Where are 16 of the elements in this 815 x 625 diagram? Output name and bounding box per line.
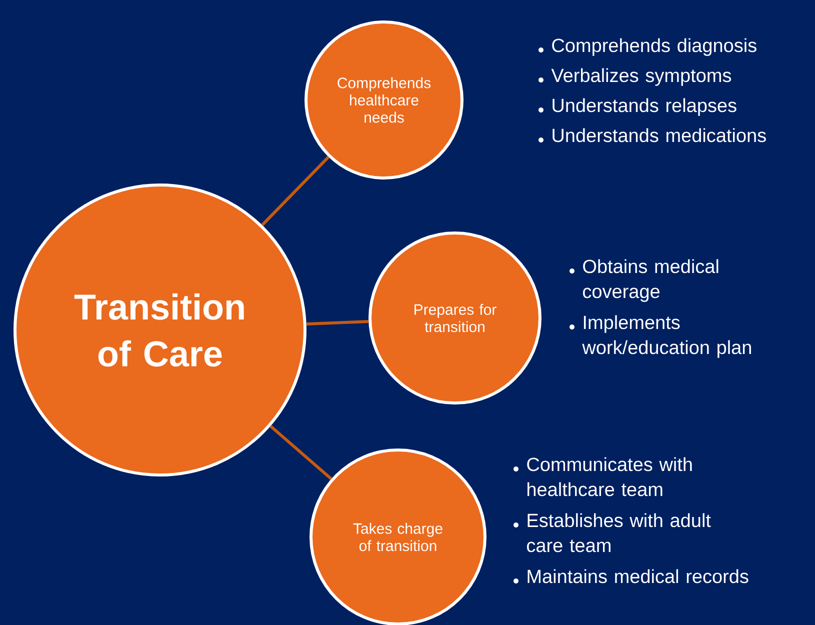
bullet-item: Understands medications — [552, 128, 766, 142]
bullet-item: Understands relapses — [552, 98, 736, 116]
circle-node: Takes charge of transition — [310, 448, 486, 625]
bullet-item: Communicates with healthcare team — [527, 457, 692, 496]
bullet-item: Establishes with adult care team — [527, 513, 711, 552]
bullet-item: Comprehends diagnosis — [552, 38, 756, 56]
bullet-item: Verbalizes symptoms — [551, 68, 732, 86]
circle-node: Transition of Care — [14, 184, 306, 476]
connector-line — [261, 156, 330, 226]
bullet-item: Obtains medical coverage — [583, 259, 718, 302]
bullet-item: Implements work/education plan — [582, 315, 751, 358]
circle-node: Comprehends healthcare needs — [304, 20, 464, 180]
connector-line — [306, 320, 369, 326]
circle-node: Prepares for transition — [368, 232, 542, 404]
connector-line — [270, 425, 332, 480]
bullet-item: Maintains medical records — [528, 569, 748, 584]
